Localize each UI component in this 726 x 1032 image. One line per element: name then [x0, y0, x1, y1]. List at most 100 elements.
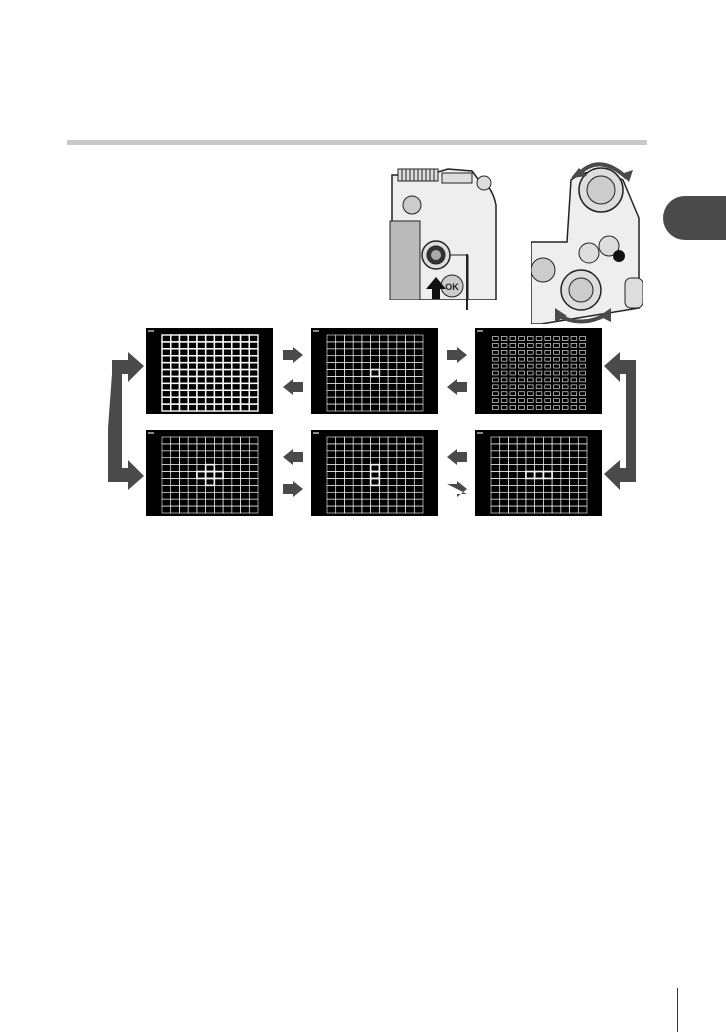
- af-point: [249, 492, 258, 499]
- af-point: [206, 478, 215, 485]
- af-point: [206, 404, 215, 411]
- af-point: [571, 337, 577, 341]
- af-point: [206, 492, 215, 499]
- af-point: [508, 478, 517, 485]
- af-point: [414, 492, 423, 499]
- af-point: [397, 363, 406, 370]
- af-point: [162, 506, 171, 513]
- af-point: [362, 465, 371, 472]
- af-point: [232, 342, 241, 349]
- af-point: [414, 397, 423, 404]
- af-point: [397, 370, 406, 377]
- af-point: [491, 492, 500, 499]
- af-point: [371, 363, 380, 370]
- af-point: [491, 485, 500, 492]
- af-point: [543, 499, 552, 506]
- af-point: [527, 350, 533, 354]
- af-point: [536, 371, 542, 375]
- af-point: [561, 437, 570, 444]
- af-point: [562, 392, 568, 396]
- af-point: [249, 342, 258, 349]
- af-point: [223, 458, 232, 465]
- af-point: [571, 357, 577, 361]
- af-point: [249, 363, 258, 370]
- af-point: [552, 506, 561, 513]
- af-point: [517, 478, 526, 485]
- arrow-right-icon: [447, 481, 467, 497]
- af-point: [232, 485, 241, 492]
- af-point: [406, 451, 415, 458]
- af-point: [554, 406, 560, 410]
- af-point: [493, 337, 499, 341]
- af-point: [362, 472, 371, 479]
- af-point: [188, 335, 197, 342]
- af-point: [206, 370, 215, 377]
- af-point: [336, 376, 345, 383]
- af-point: [344, 335, 353, 342]
- af-point: [501, 343, 507, 347]
- af-point: [571, 406, 577, 410]
- af-point: [214, 472, 223, 479]
- af-point: [344, 437, 353, 444]
- af-point: [223, 363, 232, 370]
- af-point: [353, 397, 362, 404]
- af-point: [580, 371, 586, 375]
- af-point: [353, 478, 362, 485]
- af-point: [241, 404, 250, 411]
- af-point: [500, 478, 509, 485]
- af-point: [327, 478, 336, 485]
- af-screen-group-5: [146, 430, 273, 516]
- af-point: [545, 406, 551, 410]
- af-point: [353, 363, 362, 370]
- af-point: [388, 492, 397, 499]
- af-point: [188, 404, 197, 411]
- af-point: [406, 437, 415, 444]
- af-point: [327, 370, 336, 377]
- af-point: [223, 478, 232, 485]
- af-point: [379, 492, 388, 499]
- af-point: [327, 404, 336, 411]
- af-point: [580, 399, 586, 403]
- af-point: [241, 390, 250, 397]
- af-point: [414, 478, 423, 485]
- af-point: [526, 458, 535, 465]
- af-point: [206, 356, 215, 363]
- af-point: [344, 444, 353, 451]
- af-point: [552, 437, 561, 444]
- af-point: [519, 406, 525, 410]
- af-point: [214, 451, 223, 458]
- af-point: [197, 499, 206, 506]
- af-point: [362, 451, 371, 458]
- af-point: [535, 485, 544, 492]
- af-point: [188, 363, 197, 370]
- af-point: [493, 406, 499, 410]
- af-point: [353, 485, 362, 492]
- af-point: [379, 404, 388, 411]
- af-point: [562, 337, 568, 341]
- af-point: [500, 499, 509, 506]
- af-point: [232, 390, 241, 397]
- af-point: [214, 458, 223, 465]
- af-point: [536, 357, 542, 361]
- af-point: [171, 499, 180, 506]
- af-point: [508, 444, 517, 451]
- af-point: [526, 485, 535, 492]
- af-point: [206, 390, 215, 397]
- af-point: [241, 506, 250, 513]
- af-point: [188, 451, 197, 458]
- af-point: [179, 492, 188, 499]
- af-point: [344, 404, 353, 411]
- af-point-selected: [206, 472, 215, 479]
- af-point: [327, 390, 336, 397]
- af-screen-group-25: [475, 430, 602, 516]
- af-point: [362, 363, 371, 370]
- mode-indicator: [477, 432, 483, 434]
- af-point: [570, 478, 579, 485]
- af-point: [571, 385, 577, 389]
- af-point: [179, 356, 188, 363]
- af-point: [493, 392, 499, 396]
- af-point: [353, 349, 362, 356]
- af-point: [362, 376, 371, 383]
- af-point: [379, 465, 388, 472]
- af-screen-all-small: [475, 328, 602, 414]
